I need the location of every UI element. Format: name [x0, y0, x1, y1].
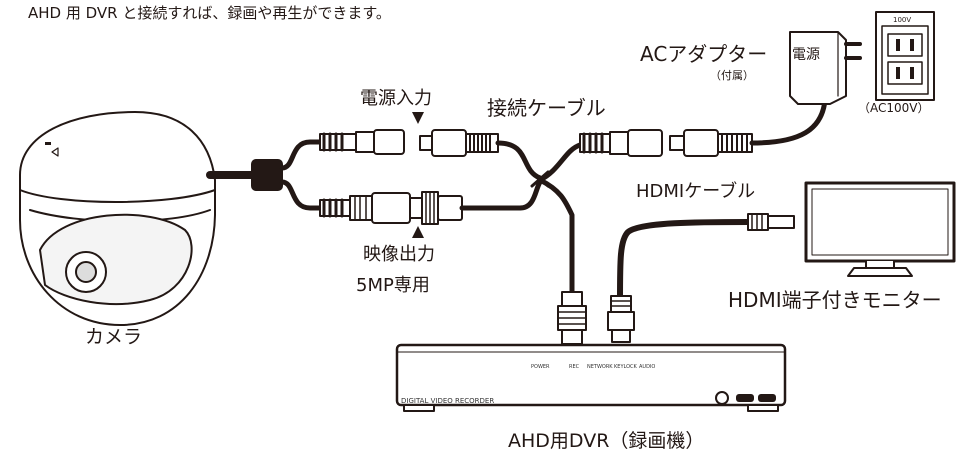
video-output-label: 映像出力 — [363, 244, 435, 265]
power-input-connector-icon — [319, 129, 405, 155]
dvr-hdmi-plug-icon — [607, 295, 635, 343]
ac-adapter-label: ACアダプター — [640, 42, 768, 66]
video-output-connector-icon — [319, 191, 523, 225]
monitor-icon — [804, 181, 956, 277]
dvr-indicator-audio: AUDIO — [639, 364, 656, 370]
dvr-indicator-rec: REC — [569, 364, 580, 370]
five-mp-only-label: 5MP専用 — [356, 275, 430, 296]
dvr-indicator-keylock: KEYLOCK — [614, 364, 637, 370]
hdmi-cable-label: HDMIケーブル — [636, 181, 756, 202]
power-input-label: 電源入力 — [360, 88, 432, 109]
ac100v-label: （AC100V） — [858, 101, 930, 115]
dvr-bnc-plug-icon — [557, 291, 587, 345]
adapter-body-label: 電源 — [792, 47, 820, 63]
ac-adapter-included-label: （付属） — [710, 69, 754, 82]
dvr-indicator-power: POWER — [531, 364, 550, 370]
dvr-label: AHD用DVR（録画機） — [508, 430, 705, 452]
dvr-indicator-network: NETWORK — [587, 364, 613, 370]
wall-outlet-icon — [875, 11, 935, 101]
camera-pigtail-icon — [206, 139, 323, 211]
connection-cable-icon — [419, 129, 663, 298]
adapter-plug-icon — [669, 97, 828, 157]
connection-cable-label: 接続ケーブル — [487, 96, 606, 120]
dome-camera-icon — [19, 111, 216, 326]
ac-adapter-icon — [789, 31, 862, 105]
intro-text: AHD 用 DVR と接続すれば、録画や再生ができます。 — [28, 4, 391, 22]
outlet-voltage-label: 100V — [893, 16, 912, 24]
dvr-recorder-icon — [395, 343, 787, 412]
hdmi-cable-icon — [617, 213, 795, 303]
monitor-label: HDMI端子付きモニター — [728, 288, 942, 312]
camera-label: カメラ — [85, 326, 143, 348]
dvr-brand-text: DIGITAL VIDEO RECORDER — [401, 397, 495, 405]
